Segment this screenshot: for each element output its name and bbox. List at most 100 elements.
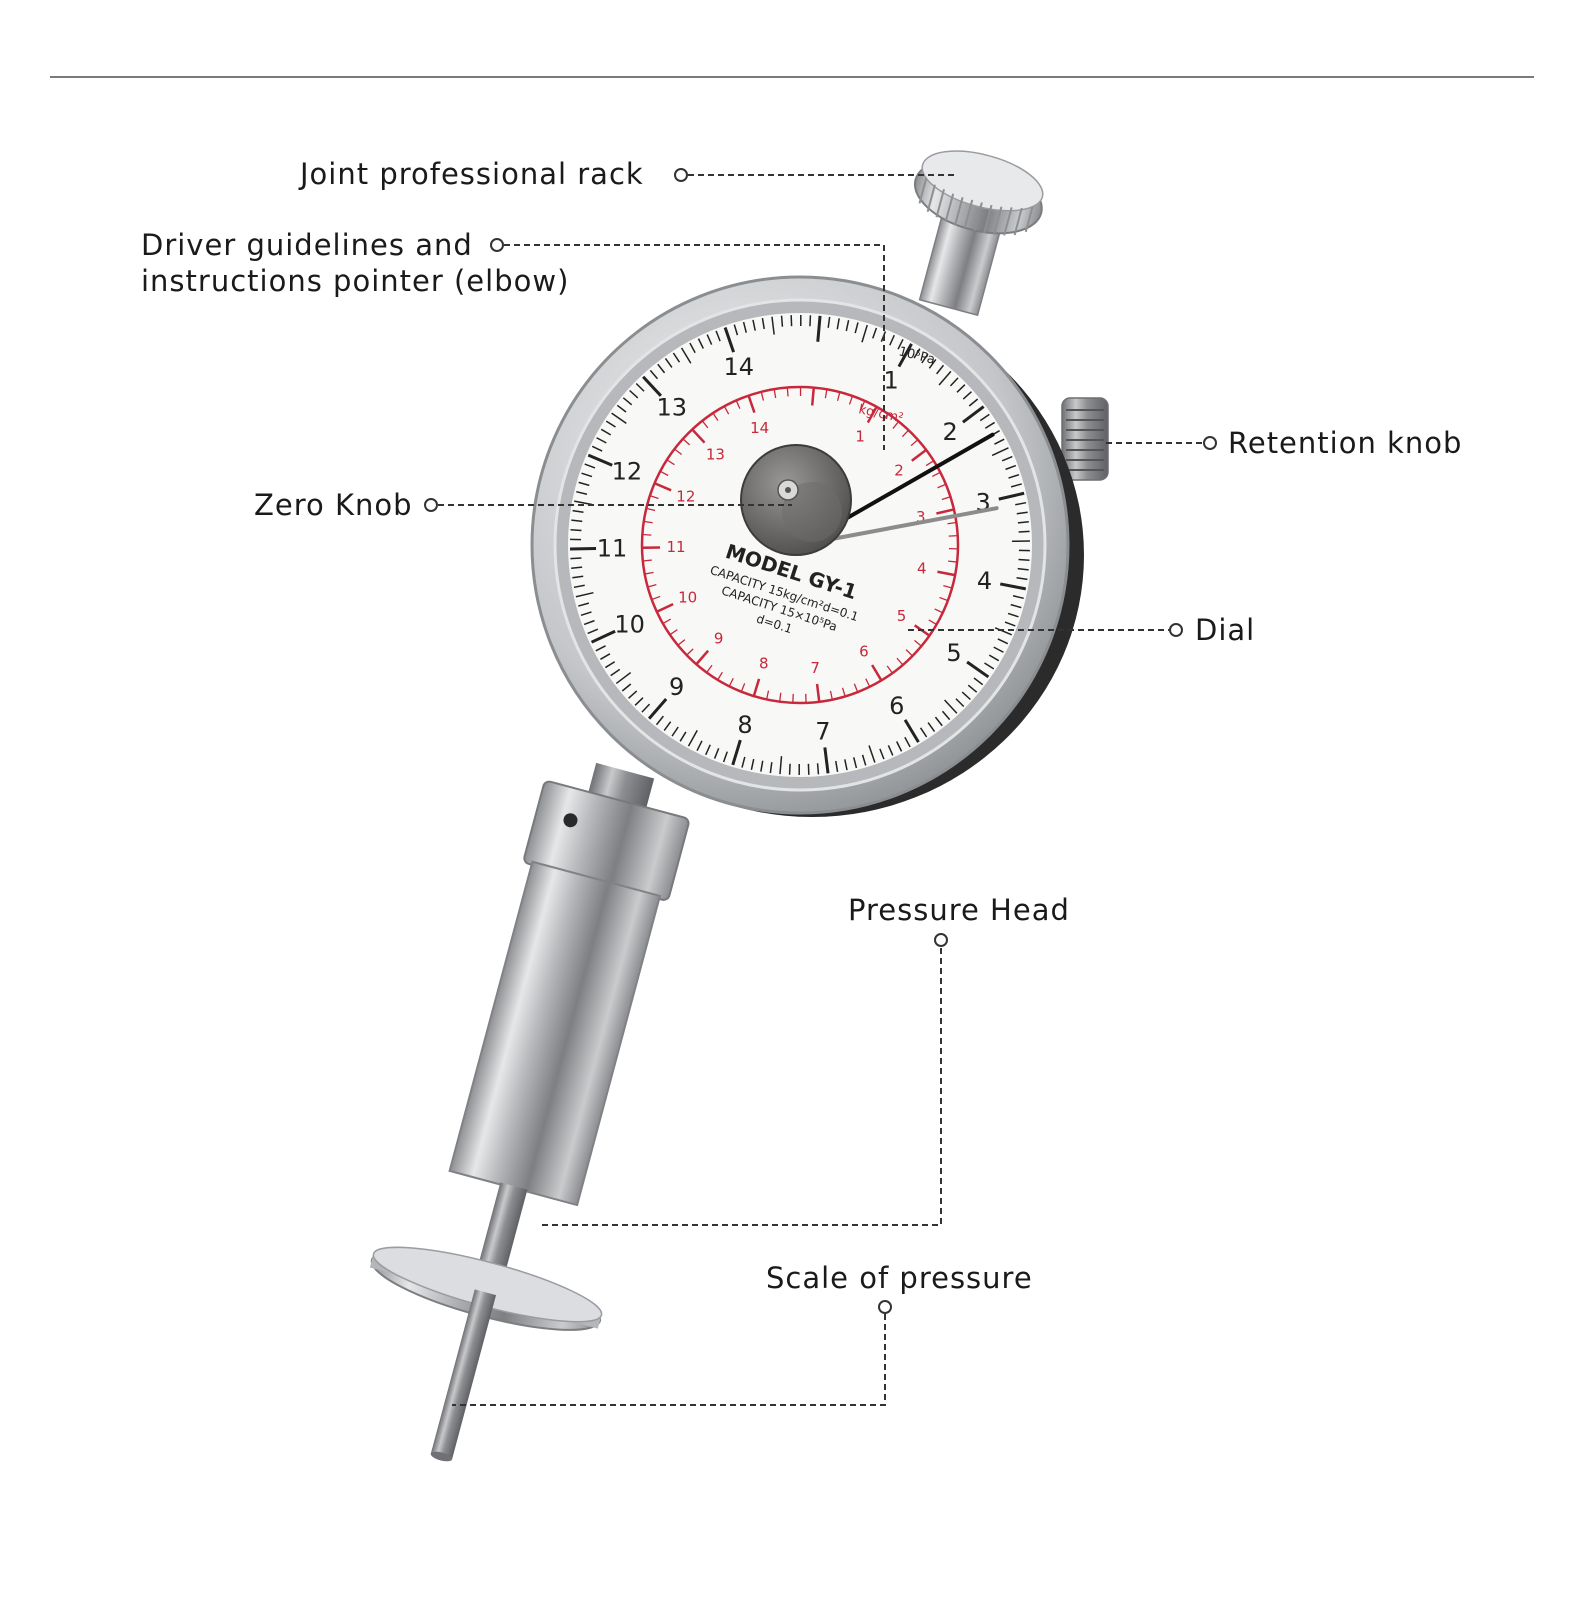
inner-tick <box>752 678 761 697</box>
outer-tick <box>680 347 692 364</box>
outer-tick-label: 2 <box>943 418 958 446</box>
outer-tick <box>741 756 746 768</box>
outer-tick <box>742 321 748 333</box>
outer-tick <box>578 602 590 607</box>
outer-tick <box>919 727 928 738</box>
probe-assembly <box>369 762 690 1462</box>
outer-tick <box>949 377 959 387</box>
outer-tick <box>956 384 966 393</box>
outer-tick <box>574 500 593 506</box>
inner-tick-label: 4 <box>917 560 927 578</box>
outer-tick <box>836 318 840 330</box>
outer-tick <box>979 413 990 422</box>
outer-tick <box>1015 501 1027 506</box>
inner-tick <box>643 520 653 524</box>
outer-tick <box>621 683 632 692</box>
inner-tick <box>682 438 691 446</box>
outer-tick <box>578 481 590 487</box>
outer-tick <box>973 677 984 686</box>
outer-tick <box>611 412 627 425</box>
inner-tick <box>896 657 904 666</box>
outer-tick <box>868 745 876 763</box>
leader-driver-pointer <box>504 244 885 450</box>
leader-lines <box>438 174 1203 1406</box>
outer-tick <box>903 719 920 743</box>
inner-tick-label: 3 <box>916 508 926 526</box>
inner-tick <box>871 664 883 682</box>
outer-tick <box>1005 464 1017 471</box>
outer-tick <box>845 320 850 332</box>
outer-tick <box>854 322 859 334</box>
outer-tick <box>657 363 666 374</box>
outer-tick <box>997 638 1009 645</box>
inner-tick-label: 6 <box>859 642 869 660</box>
inner-tick-label: 7 <box>810 659 820 677</box>
outer-tick <box>779 756 783 775</box>
outer-tick <box>634 697 644 706</box>
inner-tick <box>836 391 841 401</box>
outer-tick-label: 12 <box>612 458 643 486</box>
outer-tick <box>961 691 971 701</box>
inner-tick-label: 12 <box>676 488 695 506</box>
outer-tick <box>936 364 945 375</box>
outer-tick <box>852 757 858 769</box>
outer-tick <box>655 715 664 726</box>
outer-tick <box>998 491 1025 501</box>
outer-tick <box>760 760 764 772</box>
outer-tick <box>583 619 595 626</box>
outer-scale-ticks <box>570 314 1030 776</box>
inner-tick <box>656 603 674 613</box>
inner-tick <box>701 420 709 429</box>
inner-tick <box>937 483 947 489</box>
inner-tick <box>943 584 953 589</box>
outer-tick <box>722 751 728 763</box>
outer-tick-label: 4 <box>977 567 992 595</box>
inner-tick <box>712 412 719 421</box>
outer-tick <box>771 316 775 335</box>
outer-tick <box>1010 483 1022 488</box>
outer-tick <box>993 646 1004 653</box>
inner-tick <box>925 460 935 467</box>
outer-tick <box>934 716 943 727</box>
outer-tick <box>1017 567 1029 571</box>
pressure-scale-needle <box>430 1289 497 1460</box>
outer-tick <box>600 428 612 436</box>
outer-tick-label: 13 <box>657 394 688 422</box>
inner-tick <box>841 687 846 697</box>
inner-tick <box>948 560 958 563</box>
outer-tick <box>713 748 720 759</box>
inner-tick <box>706 664 713 673</box>
inner-tick <box>651 595 661 601</box>
inner-tick <box>662 618 672 625</box>
outer-tick <box>671 726 679 737</box>
outer-tick <box>984 421 996 429</box>
inner-tick <box>931 471 941 478</box>
outer-tick <box>928 358 937 369</box>
inner-tick <box>647 583 657 588</box>
callout-zero-knob: Zero Knob <box>254 488 413 522</box>
outer-tick <box>966 660 990 679</box>
outer-tick <box>687 730 698 747</box>
outer-tick <box>664 358 673 368</box>
inner-tick <box>765 690 770 700</box>
outer-tick <box>600 653 611 660</box>
outer-tick <box>604 661 616 669</box>
outer-tick <box>629 389 639 399</box>
outer-tick <box>572 509 584 513</box>
inner-tick-label: 10 <box>678 588 697 606</box>
inner-tick <box>829 690 833 700</box>
outer-tick <box>605 420 616 428</box>
inner-tick <box>674 448 683 456</box>
outer-tick <box>679 731 687 742</box>
outer-tick <box>689 342 696 354</box>
outer-tick-label: 7 <box>815 718 830 746</box>
outer-tick <box>706 334 713 345</box>
inner-tick <box>815 683 821 702</box>
joint-rack <box>913 150 1044 317</box>
inner-tick <box>936 508 955 515</box>
outer-tick <box>752 319 756 331</box>
inner-scale-ticks <box>642 386 958 703</box>
outer-tick <box>887 745 894 756</box>
outer-tick <box>904 736 911 748</box>
